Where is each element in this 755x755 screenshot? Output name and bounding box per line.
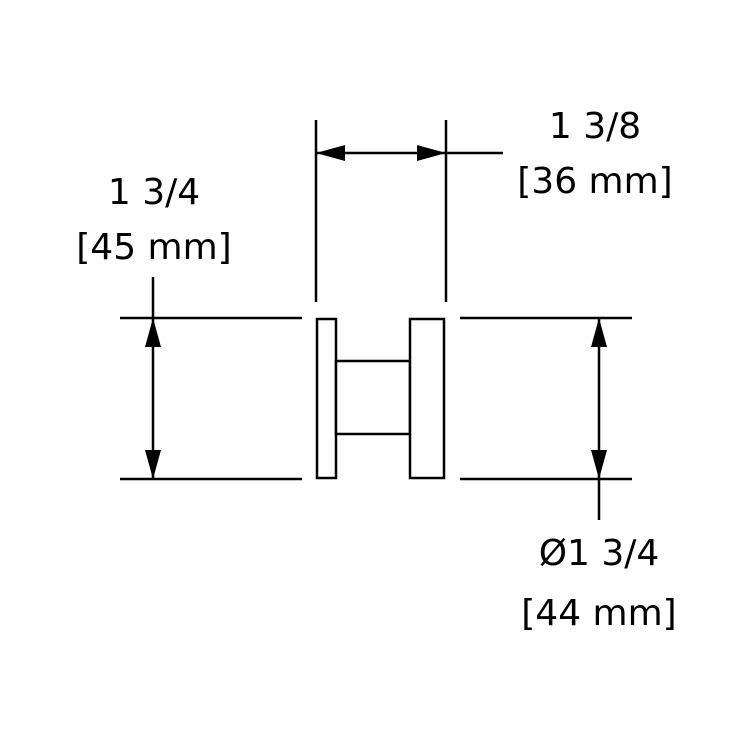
arrow-up-left — [145, 318, 161, 347]
height-metric-label: [45 mm] — [76, 227, 231, 268]
width-metric-label: [36 mm] — [517, 161, 672, 202]
diameter-fraction-label: Ø1 3/4 — [539, 533, 660, 574]
arrow-down-right — [591, 450, 607, 479]
diameter-dimension: Ø1 3/4 [44 mm] — [460, 316, 677, 634]
knob-part — [315, 317, 446, 480]
stem — [334, 359, 412, 436]
back-plate — [315, 317, 338, 480]
arrow-left — [316, 145, 345, 161]
arrow-down-left — [145, 450, 161, 479]
width-dimension: 1 3/8 [36 mm] — [314, 106, 673, 302]
diameter-metric-label: [44 mm] — [521, 593, 676, 634]
arrow-right — [417, 145, 446, 161]
height-dimension: 1 3/4 [45 mm] — [76, 172, 302, 481]
height-fraction-label: 1 3/4 — [108, 172, 200, 213]
knob-head — [408, 317, 446, 480]
width-fraction-label: 1 3/8 — [549, 106, 641, 147]
arrow-up-right — [591, 318, 607, 347]
